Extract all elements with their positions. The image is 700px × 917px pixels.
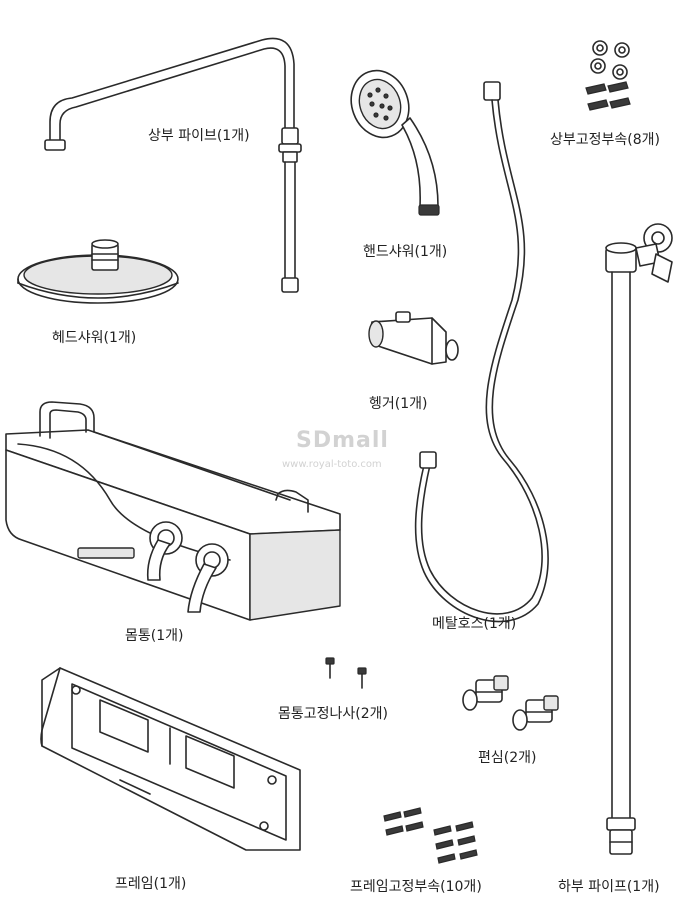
metal-hose-illustration bbox=[414, 81, 549, 623]
label-eccentric: 편심(2개) bbox=[478, 750, 537, 766]
label-body-fixing-screw: 몸통고정나사(2개) bbox=[278, 706, 388, 722]
label-frame: 프레임(1개) bbox=[115, 876, 187, 892]
label-hanger: 헹거(1개) bbox=[369, 396, 428, 412]
upper-pipe-illustration bbox=[44, 37, 302, 293]
label-upper-fixing-parts: 상부고정부속(8개) bbox=[550, 132, 660, 148]
label-upper-pipe: 상부 파이브(1개) bbox=[148, 128, 250, 144]
upper-fixing-parts-illustration bbox=[585, 40, 631, 111]
hand-shower-illustration bbox=[350, 69, 440, 216]
label-lower-pipe: 하부 파이프(1개) bbox=[558, 879, 660, 895]
watermark-site: www.royal-toto.com bbox=[282, 459, 382, 470]
label-body: 몸통(1개) bbox=[125, 628, 184, 644]
hanger-illustration bbox=[368, 311, 459, 365]
frame-illustration bbox=[40, 667, 301, 851]
watermark-brand: SDmall bbox=[296, 428, 389, 453]
lower-pipe-illustration bbox=[605, 223, 673, 855]
frame-fixing-parts-illustration bbox=[383, 807, 478, 864]
body-illustration bbox=[5, 401, 341, 621]
head-shower-illustration bbox=[17, 239, 179, 304]
label-metal-hose: 메탈호스(1개) bbox=[432, 616, 517, 632]
label-frame-fixing-parts: 프레임고정부속(10개) bbox=[350, 879, 482, 895]
eccentric-illustration bbox=[462, 675, 559, 731]
body-fixing-screw-illustration bbox=[325, 657, 367, 689]
label-hand-shower: 핸드샤워(1개) bbox=[363, 244, 448, 260]
label-head-shower: 헤드샤워(1개) bbox=[52, 330, 137, 346]
